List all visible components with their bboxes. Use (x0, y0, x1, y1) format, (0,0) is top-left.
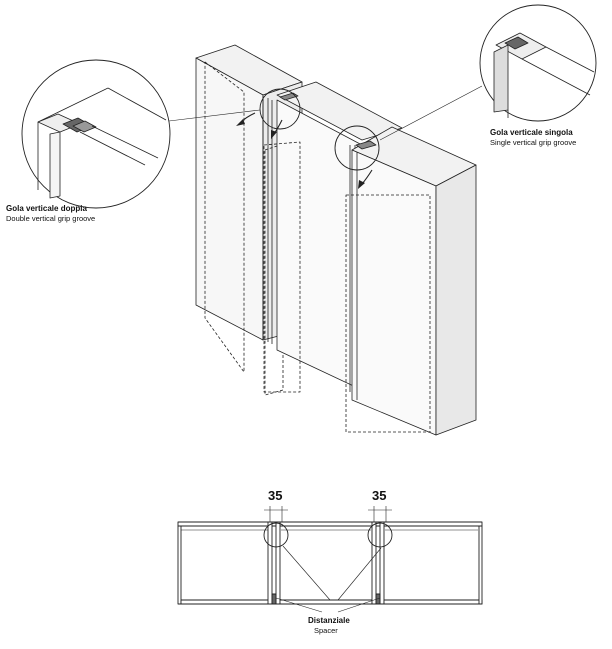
grip-groove-marks (236, 92, 377, 189)
wardrobe-isometric (195, 44, 477, 436)
plan-view (177, 506, 483, 613)
spacer-title: Distanziale (308, 616, 350, 625)
single-groove-subtitle: Single vertical grip groove (490, 138, 577, 147)
dimension-left: 35 (268, 488, 283, 503)
double-groove-title: Gola verticale doppia (6, 204, 87, 213)
spacer-subtitle: Spacer (314, 626, 338, 635)
right-cabinet (345, 126, 477, 436)
dimension-right: 35 (372, 488, 387, 503)
detail-circle-double (259, 88, 301, 130)
double-groove-subtitle: Double vertical grip groove (6, 214, 96, 223)
detail-circle-single (334, 125, 380, 171)
detail-single-groove (379, 4, 597, 141)
single-groove-title: Gola verticale singola (490, 128, 573, 137)
detail-double-groove (21, 59, 261, 209)
